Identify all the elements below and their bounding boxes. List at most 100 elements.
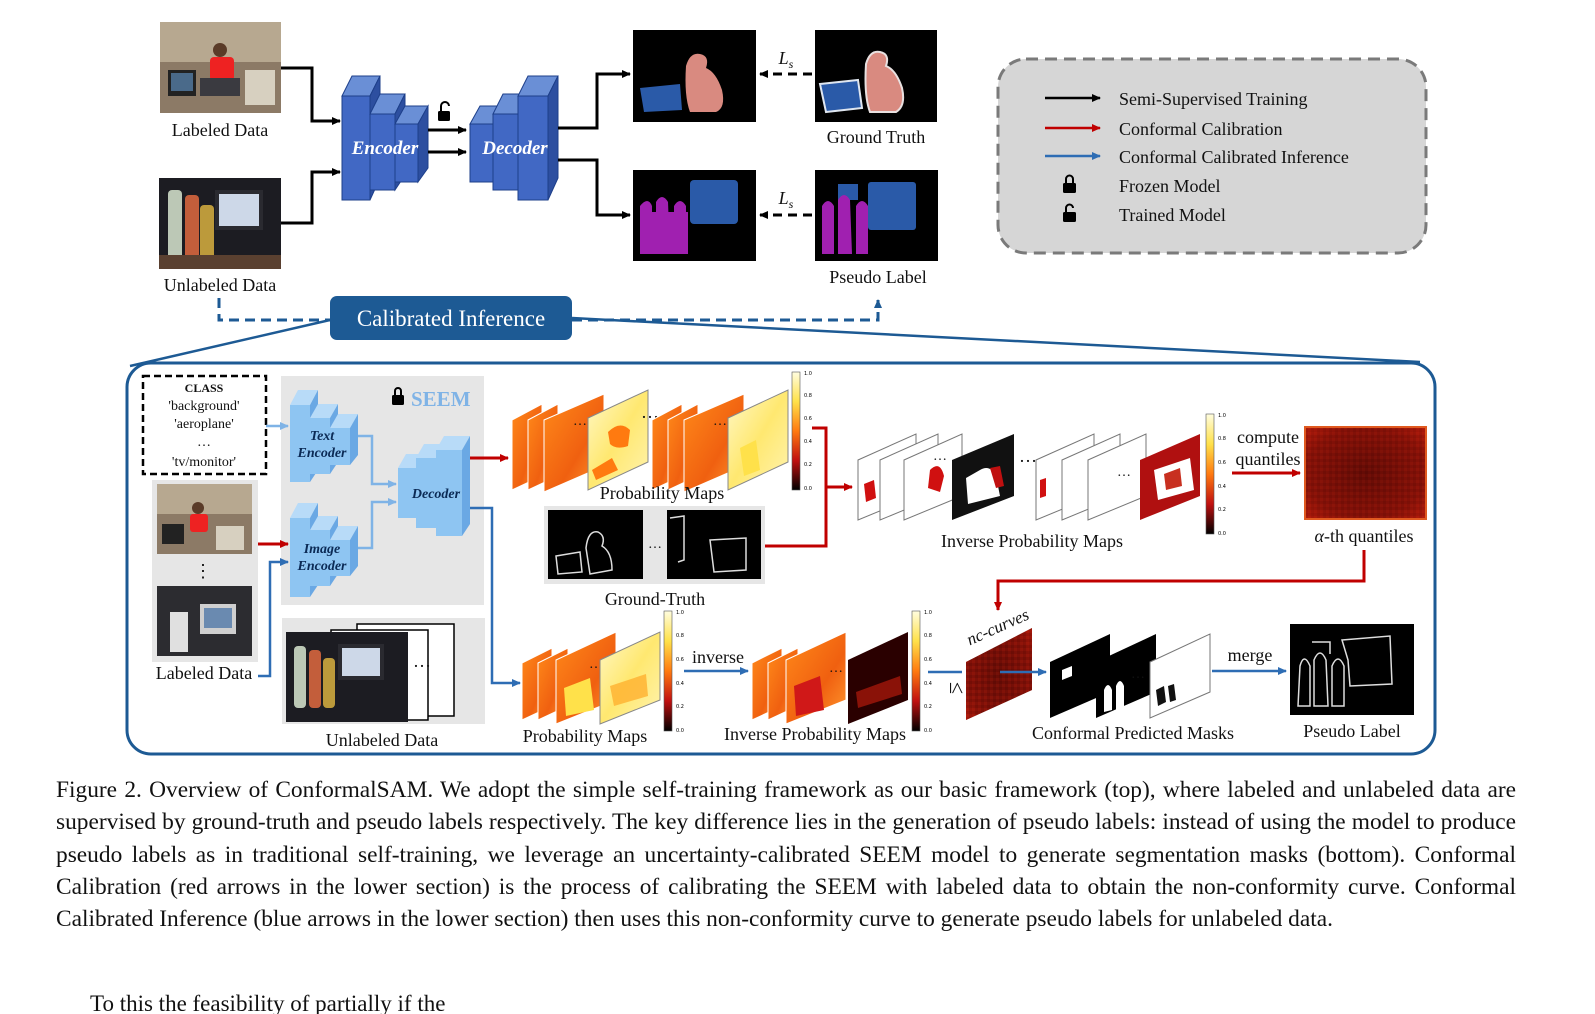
svg-text:'background': 'background'	[168, 399, 239, 414]
merge-label: merge	[1228, 645, 1273, 665]
svg-text:Calibrated Inference: Calibrated Inference	[357, 306, 545, 331]
colorbar-inverse-top: 1.0 0.8 0.6 0.4 0.2 0.0	[1205, 413, 1226, 537]
ground-truth-pair: …	[544, 506, 765, 584]
unlabeled-to-encoder-arrow	[281, 168, 341, 225]
legend-label-3: Frozen Model	[1119, 176, 1220, 196]
class-list-box: CLASS 'background' 'aeroplane' … 'tv/mon…	[141, 374, 268, 476]
svg-text:0.2: 0.2	[1218, 507, 1226, 513]
svg-text:…: …	[573, 414, 587, 429]
svg-text:0.6: 0.6	[676, 657, 684, 663]
decoder-to-pred-top-arrow	[558, 70, 631, 130]
decoder-label: Decoder	[481, 138, 548, 159]
legend-box: Semi-Supervised Training Conformal Calib…	[996, 57, 1428, 255]
colorbar-top: 1.0 0.8 0.6 0.4 0.2 0.0	[791, 371, 812, 492]
svg-text:0.0: 0.0	[676, 728, 684, 734]
svg-text:0.4: 0.4	[804, 439, 812, 445]
svg-text:0.0: 0.0	[1218, 531, 1226, 537]
svg-text:0.4: 0.4	[676, 681, 684, 687]
inverse-probability-maps-top-label: Inverse Probability Maps	[941, 531, 1123, 551]
zoom-line-left	[129, 318, 331, 368]
text-encoder-to-decoder-arrow	[358, 434, 397, 488]
svg-text:Image: Image	[303, 542, 341, 557]
probability-maps-bottom-label: Probability Maps	[523, 726, 648, 746]
svg-text:…: …	[829, 661, 843, 676]
bottom-labeled-data-label: Labeled Data	[156, 663, 252, 683]
svg-text:'aeroplane': 'aeroplane'	[174, 417, 233, 432]
svg-text:0.8: 0.8	[676, 633, 684, 639]
nc-curves-map	[966, 628, 1032, 720]
svg-text:Encoder: Encoder	[297, 446, 348, 461]
encoder-block	[341, 75, 429, 201]
seem-decoder-block	[398, 436, 470, 536]
svg-text:…: …	[933, 449, 947, 464]
svg-text:0.8: 0.8	[1218, 436, 1226, 442]
zoom-line-right	[571, 316, 1421, 364]
quantiles-to-nc-curves-arrow	[994, 550, 1366, 611]
decoder-to-prob-maps-blue-arrow	[470, 506, 521, 687]
svg-text:0.2: 0.2	[924, 704, 932, 710]
svg-text:…: …	[197, 435, 211, 450]
svg-text:…: …	[413, 651, 431, 671]
bottom-inverse-probability-maps: …	[751, 631, 908, 725]
inverse-label: inverse	[692, 647, 744, 667]
svg-text:…: …	[1019, 446, 1037, 466]
bottom-unlabeled-data-label: Unlabeled Data	[326, 730, 438, 750]
lock-open-icon	[1063, 203, 1076, 222]
decoder-to-pred-bottom-arrow	[558, 158, 631, 219]
legend-label-1: Conformal Calibration	[1119, 119, 1282, 139]
top-inverse-probability-maps: … … …	[857, 433, 1200, 521]
text-encoder-block	[290, 390, 358, 482]
svg-text:0.6: 0.6	[924, 657, 932, 663]
legend-label-0: Semi-Supervised Training	[1119, 89, 1308, 109]
svg-text:'tv/monitor': 'tv/monitor'	[172, 455, 236, 470]
svg-text:0.8: 0.8	[804, 393, 812, 399]
leq-symbol: ≤	[945, 682, 970, 694]
svg-text:0.0: 0.0	[924, 728, 932, 734]
svg-text:1.0: 1.0	[924, 610, 932, 616]
colorbar-bottom-prob: 1.0 0.8 0.6 0.4 0.2 0.0	[663, 610, 684, 734]
pseudo-label-label: Pseudo Label	[829, 267, 926, 287]
svg-text:…: …	[713, 414, 727, 429]
figure-caption: Figure 2. Overview of ConformalSAM. We a…	[56, 777, 1516, 933]
pseudo-label-mask	[815, 170, 938, 261]
unlabeled-to-image-encoder-arrow	[258, 558, 289, 678]
labeled-data-image	[160, 22, 281, 113]
svg-text:…: …	[641, 402, 659, 422]
seem-decoder-label: Decoder	[411, 487, 461, 502]
ground-truth-bottom-label: Ground-Truth	[605, 589, 705, 609]
prob-maps-to-inverse-arrow	[812, 426, 853, 491]
quantiles-label: quantiles	[1236, 449, 1301, 469]
calibrated-inference-connector-right	[572, 299, 882, 322]
legend-label-2: Conformal Calibrated Inference	[1119, 147, 1349, 167]
ground-truth-to-inverse-arrow	[765, 487, 828, 548]
conformal-predicted-masks: …	[1050, 633, 1211, 719]
final-pseudo-label	[1290, 624, 1414, 715]
svg-text:…: …	[648, 537, 662, 552]
svg-text:0.0: 0.0	[804, 486, 812, 492]
svg-text:⋮: ⋮	[194, 561, 212, 581]
unlabeled-data-image	[159, 178, 281, 269]
legend-label-4: Trained Model	[1119, 205, 1226, 225]
lock-closed-icon	[392, 387, 404, 405]
final-pseudo-label-label: Pseudo Label	[1303, 721, 1400, 741]
alpha-quantiles-label: α-th quantiles	[1315, 526, 1414, 546]
image-encoder-to-decoder-arrow	[358, 498, 397, 550]
calibrated-inference-badge: Calibrated Inference	[330, 296, 572, 340]
unlabeled-data-label: Unlabeled Data	[164, 275, 276, 295]
unlabeled-data-stack: …	[282, 618, 485, 724]
loss-bottom: Ls	[778, 188, 794, 211]
svg-text:0.4: 0.4	[1218, 484, 1226, 490]
svg-text:…: …	[1131, 667, 1145, 682]
ground-truth-label: Ground Truth	[827, 127, 926, 147]
ground-truth-mask	[815, 30, 937, 122]
framework-diagram: Labeled Data Unlabeled Data Encoder	[125, 22, 1437, 756]
bottom-detail-box	[125, 361, 1437, 756]
decoder-block	[469, 75, 559, 201]
prediction-labeled-mask	[633, 30, 756, 122]
svg-text:Encoder: Encoder	[297, 559, 348, 574]
svg-text:0.4: 0.4	[924, 681, 932, 687]
lock-open-icon	[438, 101, 450, 121]
conformal-predicted-masks-label: Conformal Predicted Masks	[1032, 723, 1234, 743]
svg-text:1.0: 1.0	[804, 371, 812, 377]
svg-text:0.2: 0.2	[676, 704, 684, 710]
